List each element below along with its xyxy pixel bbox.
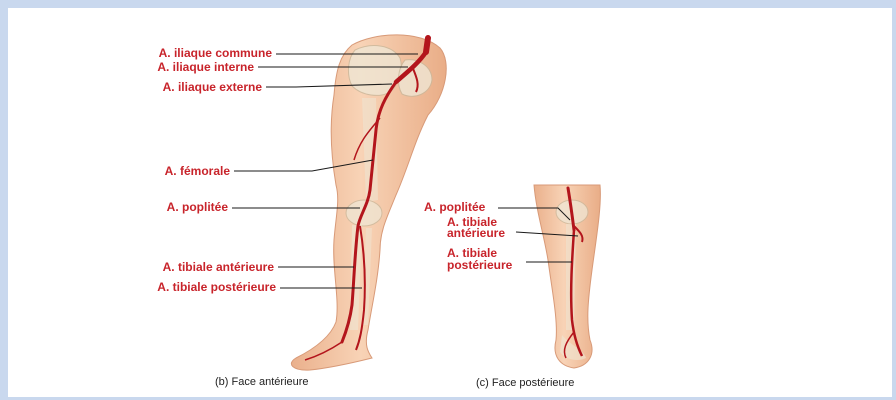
label-tibiale-anterieure: A. tibiale antérieure (163, 260, 275, 274)
label-iliaque-externe: A. iliaque externe (163, 80, 263, 94)
caption-face-anterieure: (b) Face antérieure (215, 376, 309, 388)
caption-face-posterieure: (c) Face postérieure (476, 377, 574, 389)
label-iliaque-interne: A. iliaque interne (157, 60, 254, 74)
label-post-poplitee: A. poplitée (424, 200, 486, 214)
label-post-tibiale-post-2: postérieure (447, 258, 513, 272)
label-post-tibiale-ant-2: antérieure (447, 226, 505, 240)
label-iliaque-commune: A. iliaque commune (159, 46, 273, 60)
posterior-leg-illustration (534, 185, 600, 368)
label-poplitee: A. poplitée (167, 200, 229, 214)
label-tibiale-posterieure: A. tibiale postérieure (157, 280, 276, 294)
label-femorale: A. fémorale (165, 164, 231, 178)
